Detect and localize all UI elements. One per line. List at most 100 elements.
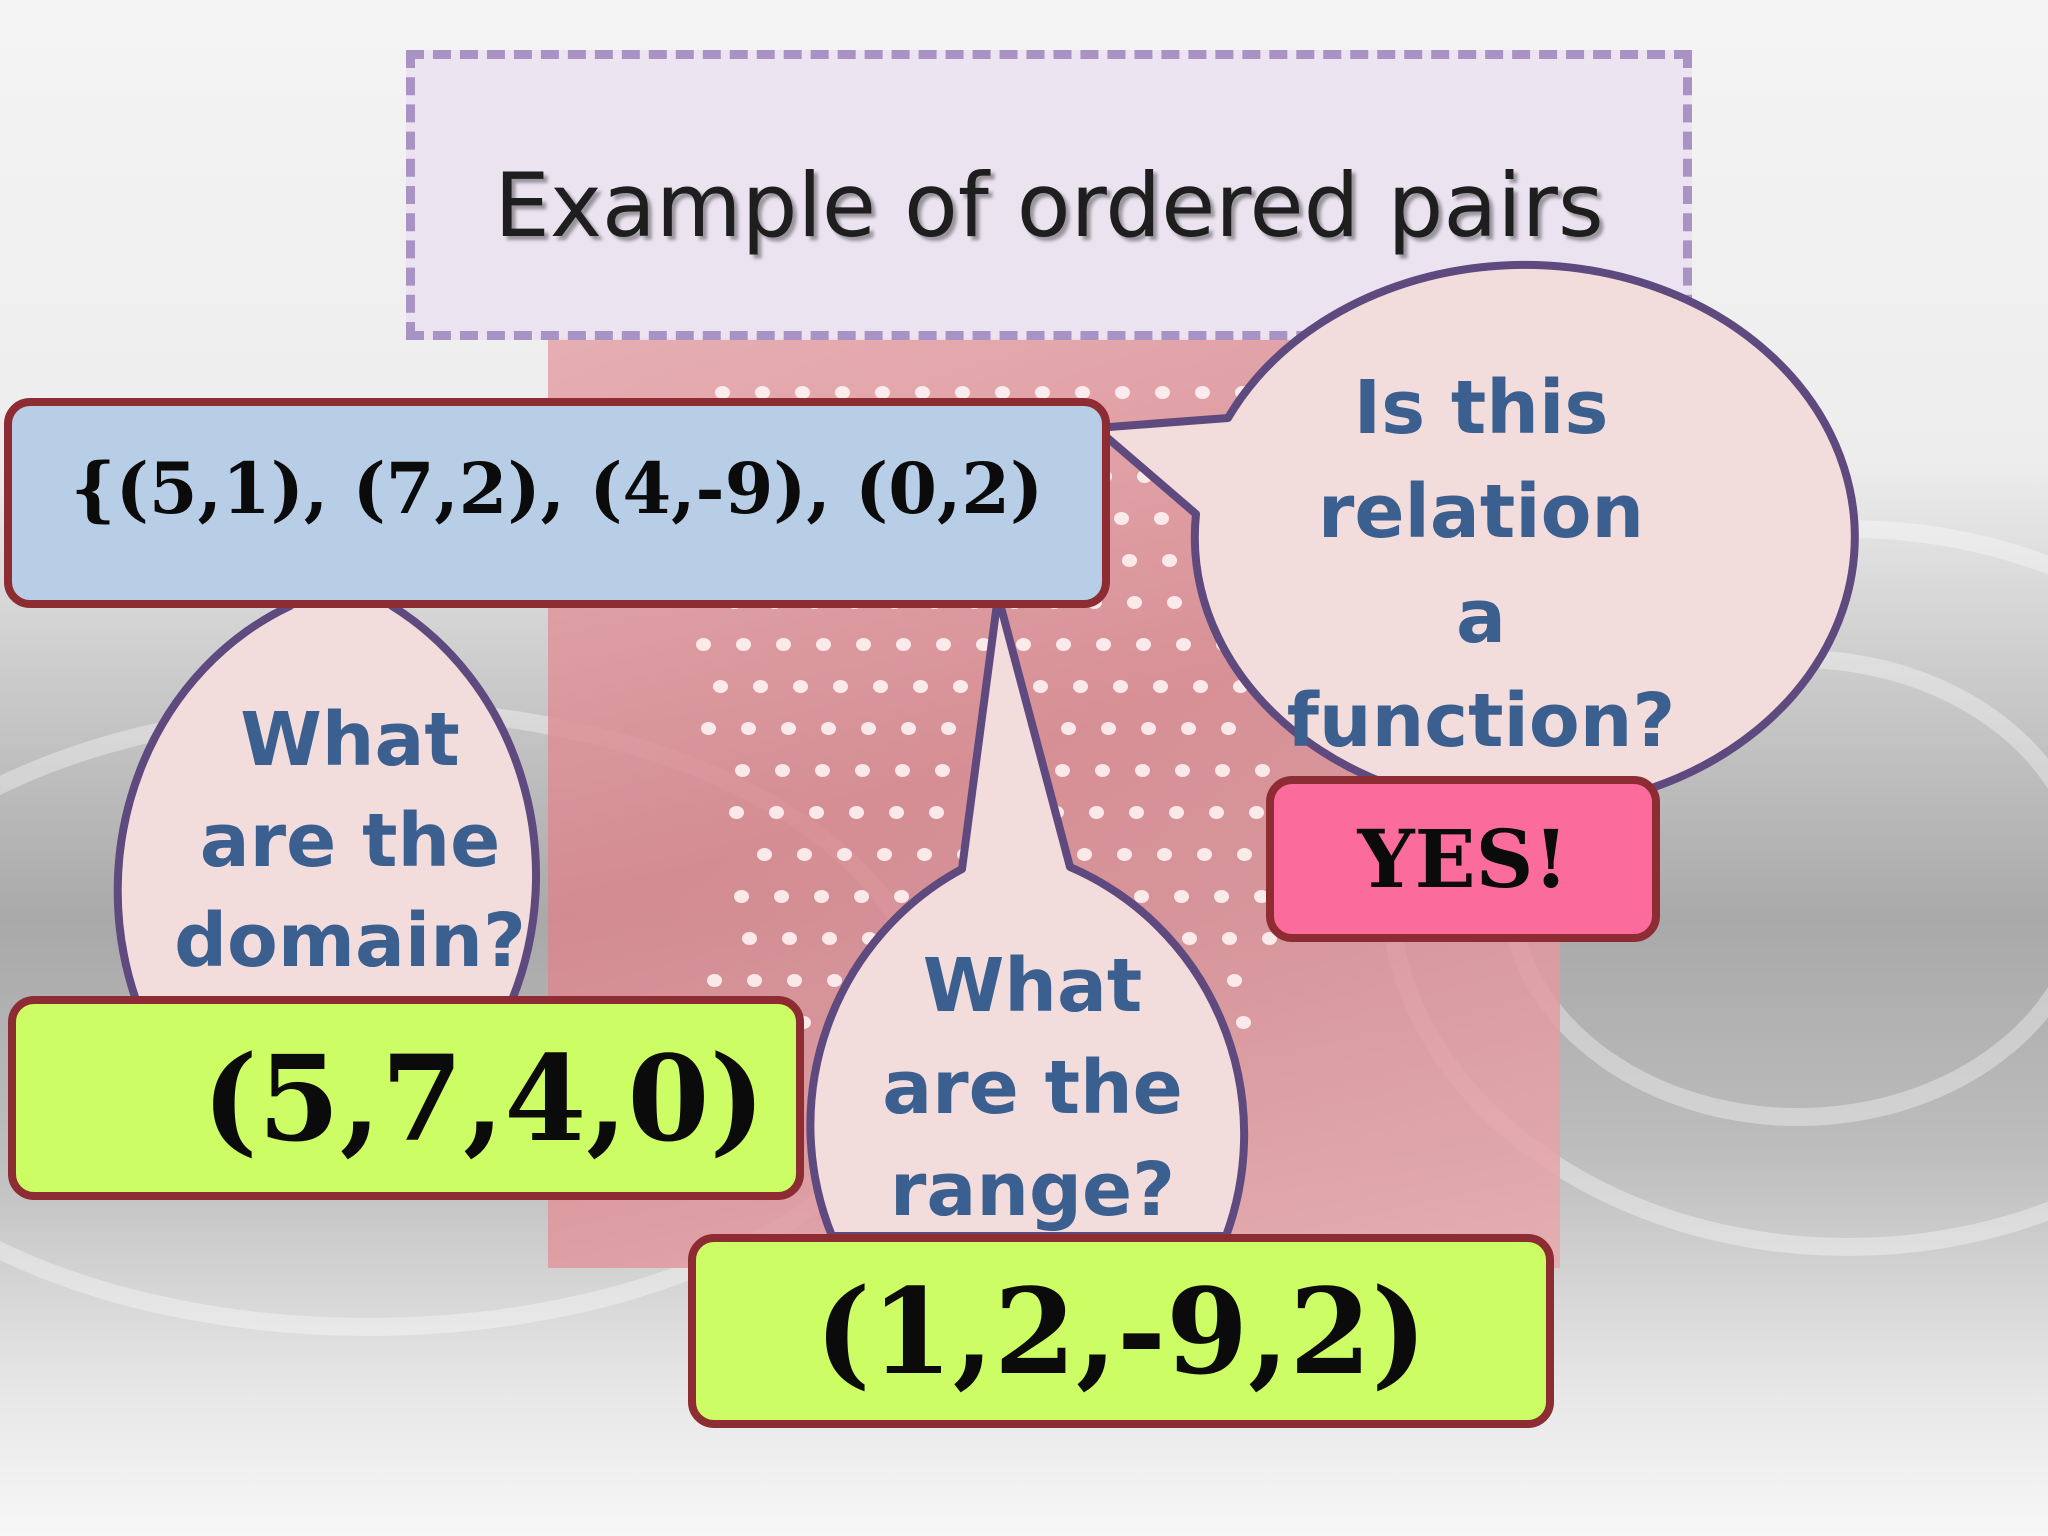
pattern-dot	[1237, 848, 1252, 861]
pattern-dot	[1195, 386, 1210, 399]
pattern-dot	[1153, 680, 1168, 693]
pattern-dot	[1255, 764, 1270, 777]
pattern-dot	[1175, 764, 1190, 777]
pattern-dot	[1101, 722, 1116, 735]
pattern-dot	[901, 722, 916, 735]
pattern-dot	[753, 680, 768, 693]
pattern-dot	[1073, 680, 1088, 693]
pattern-dot	[1214, 890, 1229, 903]
pattern-dot	[1209, 806, 1224, 819]
pattern-dot	[713, 680, 728, 693]
pattern-dot	[1077, 848, 1092, 861]
pattern-dot	[854, 890, 869, 903]
range-question-line: range?	[889, 1147, 1176, 1234]
pattern-dot	[797, 848, 812, 861]
pattern-dot	[1061, 722, 1076, 735]
pattern-dot	[775, 764, 790, 777]
pattern-dot	[835, 386, 850, 399]
pattern-dot	[782, 932, 797, 945]
pattern-dot	[1075, 386, 1090, 399]
pattern-dot	[1193, 680, 1208, 693]
pattern-dot	[827, 974, 842, 987]
pattern-dot	[1221, 722, 1236, 735]
pattern-dot	[1122, 554, 1137, 567]
domain-question: What are the domain?	[90, 690, 610, 992]
range-question-line: What	[922, 943, 1143, 1029]
pattern-dot	[1181, 722, 1196, 735]
pattern-dot	[1114, 512, 1129, 525]
pattern-dot	[822, 932, 837, 945]
pattern-dot	[729, 806, 744, 819]
pattern-dot	[755, 386, 770, 399]
pattern-dot	[955, 386, 970, 399]
pattern-dot	[1254, 890, 1269, 903]
function-question-line: Is this	[1353, 365, 1609, 451]
pattern-dot	[774, 890, 789, 903]
domain-question-line: are the	[199, 797, 501, 884]
pattern-dot	[814, 890, 829, 903]
pattern-dot	[889, 806, 904, 819]
pattern-dot	[1033, 680, 1048, 693]
pattern-dot	[696, 638, 711, 651]
pattern-dot	[1176, 638, 1191, 651]
pattern-dot	[1127, 596, 1142, 609]
range-answer: (1,2,-9,2)	[814, 1261, 1428, 1401]
pattern-dot	[809, 806, 824, 819]
pattern-dot	[1262, 932, 1277, 945]
domain-question-line: What	[240, 697, 460, 783]
pattern-dot	[1016, 638, 1031, 651]
pattern-dot	[1035, 386, 1050, 399]
pattern-dot	[1117, 848, 1132, 861]
pattern-dot	[735, 764, 750, 777]
pattern-dot	[1136, 638, 1151, 651]
pattern-dot	[715, 386, 730, 399]
function-question-bubble	[1092, 260, 1859, 813]
pattern-dot	[815, 764, 830, 777]
pattern-dot	[1182, 932, 1197, 945]
pattern-dot	[816, 638, 831, 651]
pattern-dot	[1056, 638, 1071, 651]
pattern-dot	[1227, 974, 1242, 987]
pattern-dot	[855, 764, 870, 777]
pattern-dot	[877, 848, 892, 861]
pattern-dot	[936, 638, 951, 651]
pattern-dot	[1129, 806, 1144, 819]
domain-question-line: domain?	[174, 898, 526, 985]
pattern-dot	[1197, 848, 1212, 861]
pattern-dot	[1096, 638, 1111, 651]
function-question-line: relation	[1317, 469, 1645, 556]
function-answer: YES!	[1357, 812, 1569, 906]
pattern-dot	[1141, 722, 1156, 735]
pattern-dot	[849, 806, 864, 819]
pattern-dot	[1115, 386, 1130, 399]
pattern-dot	[856, 638, 871, 651]
pattern-dot	[747, 974, 762, 987]
pattern-dot	[701, 722, 716, 735]
pattern-dot	[707, 974, 722, 987]
pattern-dot	[833, 680, 848, 693]
domain-answer: (5,7,4,0)	[202, 1028, 766, 1168]
pattern-dot	[736, 638, 751, 651]
pattern-dot	[913, 680, 928, 693]
range-question: What are the range?	[780, 935, 1285, 1241]
pattern-dot	[781, 722, 796, 735]
pattern-dot	[1167, 596, 1182, 609]
pattern-dot	[895, 764, 910, 777]
relation-set-box: {(5,1), (7,2), (4,-9), (0,2)	[4, 398, 1110, 608]
pattern-dot	[917, 848, 932, 861]
range-answer-box: (1,2,-9,2)	[688, 1234, 1554, 1428]
pattern-dot	[837, 848, 852, 861]
pattern-dot	[929, 806, 944, 819]
pattern-dot	[935, 764, 950, 777]
pattern-dot	[795, 386, 810, 399]
pattern-dot	[915, 386, 930, 399]
pattern-dot	[896, 638, 911, 651]
pattern-dot	[776, 638, 791, 651]
pattern-dot	[1222, 932, 1237, 945]
pattern-dot	[821, 722, 836, 735]
pattern-dot	[769, 806, 784, 819]
pattern-dot	[1236, 1016, 1251, 1029]
pattern-dot	[1113, 680, 1128, 693]
pattern-dot	[1174, 890, 1189, 903]
